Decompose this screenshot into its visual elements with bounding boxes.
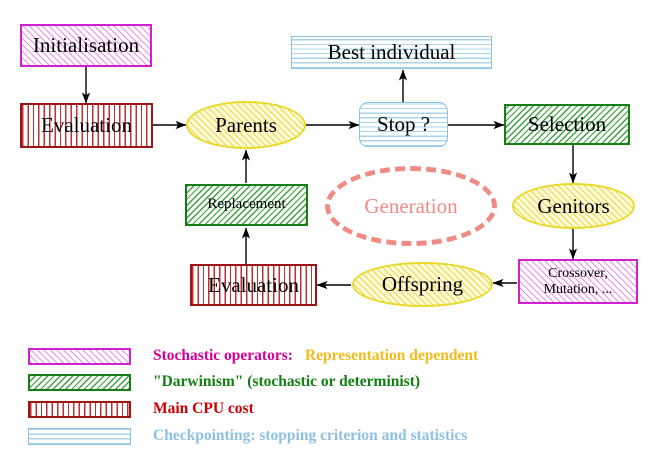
node-replacement[interactable]: Replacement — [185, 184, 308, 226]
legend-row-cpu-cost: Main CPU cost — [28, 400, 254, 418]
legend-text-representation-dependent: Representation dependent — [304, 347, 479, 364]
legend-text-stochastic: Stochastic operators: — [153, 347, 293, 364]
legend-text-main-cpu-cost: Main CPU cost — [153, 400, 254, 417]
legend-swatch-blue-horizontal — [28, 427, 131, 445]
legend-text-checkpointing: Checkpointing: stopping criterion and st… — [153, 427, 468, 444]
legend-row-checkpointing: Checkpointing: stopping criterion and st… — [28, 427, 467, 445]
legend-row-stochastic: Stochastic operators: Representation depe… — [28, 347, 478, 365]
legend-row-darwinism: "Darwinism" (stochastic or determinist) — [28, 373, 420, 391]
legend-swatch-green-hatch — [28, 373, 131, 391]
legend-swatch-magenta-hatch — [28, 347, 131, 365]
legend-swatch-red-vertical — [28, 400, 131, 418]
legend-label-stochastic-operators: Stochastic operators: Representation depe… — [153, 347, 478, 365]
node-initialisation[interactable]: Initialisation — [20, 24, 152, 67]
legend-text-darwinism: "Darwinism" (stochastic or determinist) — [153, 373, 421, 390]
node-evaluation-bottom[interactable]: Evaluation — [190, 264, 317, 306]
